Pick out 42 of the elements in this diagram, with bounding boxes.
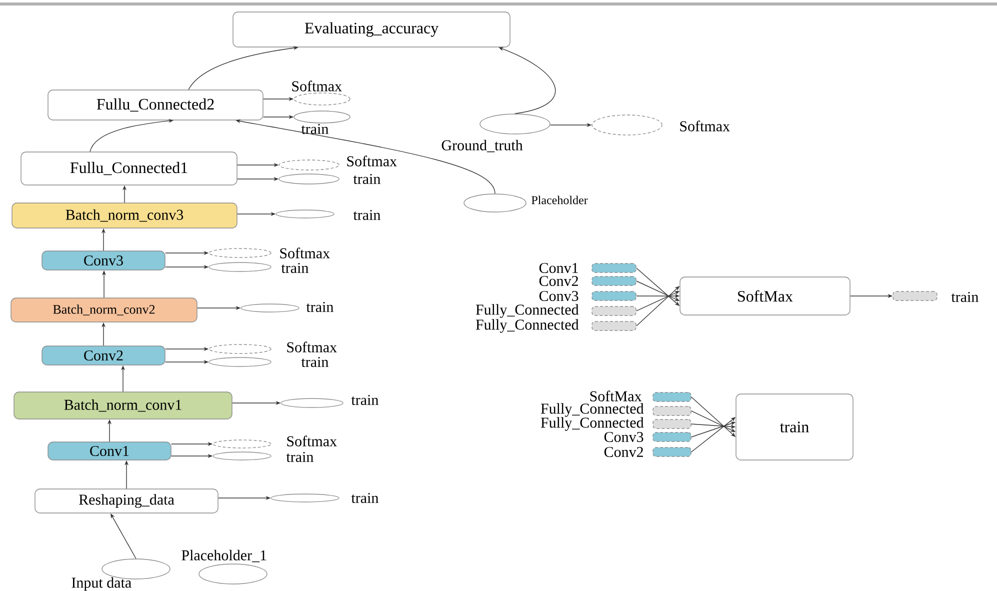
process-box: Batch_norm_conv3 [12,202,238,228]
node-label: Fully_Connected [476,319,579,333]
node-label: train [353,210,380,220]
node-label: train [306,302,334,312]
node-label: Conv2 [604,446,643,458]
node-label: Softmax [280,248,330,258]
node-label: Softmax [287,436,337,446]
process-box: Batch_norm_conv1 [14,392,232,420]
node-label: SoftMax [590,390,642,402]
node-label: Conv1 [539,262,578,274]
node-label: train [286,452,314,462]
node-label: Ground_truth [442,140,523,152]
process-box: Reshaping_data [34,488,218,514]
node-label: Placeholder_1 [182,550,266,562]
node-label: train [351,492,378,504]
node-label: train [301,356,328,368]
node-label: train [951,292,978,302]
node-label: Input data [72,577,132,591]
node-label: train [281,262,308,274]
node-label: Fully_Connected [540,403,644,417]
process-box: Batch_norm_conv2 [10,298,198,322]
node-label: train [353,174,380,184]
process-box: SoftMax [680,276,850,316]
process-box: Fullu_Connected2 [48,90,264,120]
node-label: Fully_Connected [476,304,579,318]
node-label: Conv3 [539,290,578,302]
node-label: Softmax [287,342,337,352]
process-box: Conv1 [48,442,172,460]
node-label: Conv3 [604,432,644,442]
node-label: Softmax [680,120,730,132]
node-label: Placeholder [532,196,588,204]
node-label: train [351,394,378,406]
node-label: Softmax [292,80,342,92]
process-box: Conv3 [42,250,166,270]
process-box: train [736,394,854,460]
process-box: Conv2 [42,346,166,366]
node-label: train [301,124,328,134]
node-label: Softmax [347,156,397,166]
process-box: Evaluating_accuracy [232,12,510,48]
node-label: Fully_Connected [540,417,644,431]
node-label: Conv2 [539,276,578,286]
process-box: Fullu_Connected1 [20,152,238,186]
